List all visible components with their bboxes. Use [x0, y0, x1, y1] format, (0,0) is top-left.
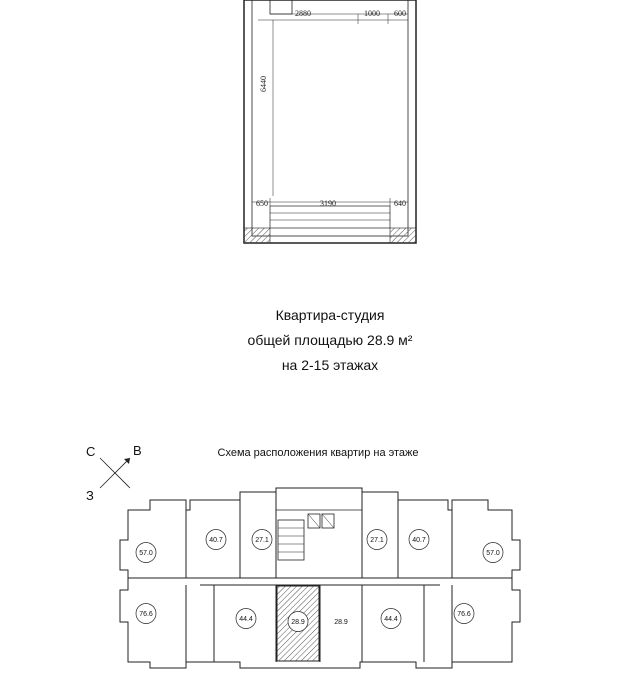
title-line-2: общей площадью 28.9 м² [248, 332, 413, 348]
area-label-bottom-0: 76.6 [139, 611, 153, 618]
area-circle-bottom-5 [453, 603, 475, 624]
area-label-bottom-5: 76.6 [457, 611, 471, 618]
compass-west: З [86, 488, 94, 503]
area-label-top-0: 57.0 [139, 550, 153, 557]
area-circle-top-5 [482, 542, 504, 563]
dim-top-mid: 1000 [364, 9, 380, 18]
area-circle-bottom-1 [235, 608, 257, 629]
compass-east: В [133, 443, 142, 458]
area-label-bottom-3: 28.9 [334, 619, 348, 626]
title-line-1: Квартира-студия [276, 307, 385, 323]
plan-inner-wall [251, 0, 409, 237]
title-line-3: на 2-15 этажах [282, 357, 378, 373]
dim-side: 6440 [259, 76, 268, 92]
floor-scheme [119, 487, 521, 669]
compass-north: С [86, 444, 95, 459]
area-labels: 57.0 40.7 27.1 27.1 40.7 57.0 76.6 44.4 28.9 28.9… [135, 529, 504, 632]
area-label-bottom-4: 44.4 [384, 616, 398, 623]
plan-outer-wall [243, 0, 417, 244]
dim-bottom-right: 640 [394, 199, 406, 208]
dim-top-right: 600 [394, 9, 406, 18]
area-circle-bottom-0 [135, 603, 157, 624]
area-label-bottom-2: 28.9 [291, 619, 305, 626]
area-circle-top-0 [135, 542, 157, 563]
area-circle-top-4 [408, 529, 430, 550]
area-label-top-2: 27.1 [255, 537, 269, 544]
area-label-bottom-1: 44.4 [239, 616, 253, 623]
area-circle-top-3 [366, 529, 388, 550]
compass: С В З [86, 443, 142, 503]
scheme-title: Схема расположения квартир на этаже [218, 447, 419, 459]
dim-bottom-left: 650 [256, 199, 268, 208]
apartment-title: Квартира-студия общей площадью 28.9 м² н… [248, 307, 413, 373]
dim-top-left: 2880 [295, 9, 311, 18]
area-label-top-5: 57.0 [486, 550, 500, 557]
area-label-top-3: 27.1 [370, 537, 384, 544]
area-circle-bottom-2 [287, 611, 309, 632]
plan-wall-hatch-left [243, 227, 271, 244]
apartment-plan: 2880 1000 600 6440 650 3190 640 [243, 0, 417, 244]
area-label-top-4: 40.7 [412, 537, 426, 544]
plan-wall-hatch-right [389, 227, 417, 244]
area-label-top-1: 40.7 [209, 537, 223, 544]
area-circle-top-2 [251, 529, 273, 550]
area-circle-bottom-4 [380, 608, 402, 629]
dim-bottom-mid: 3190 [320, 199, 336, 208]
area-circle-top-1 [205, 529, 227, 550]
plan-window [269, 205, 391, 229]
